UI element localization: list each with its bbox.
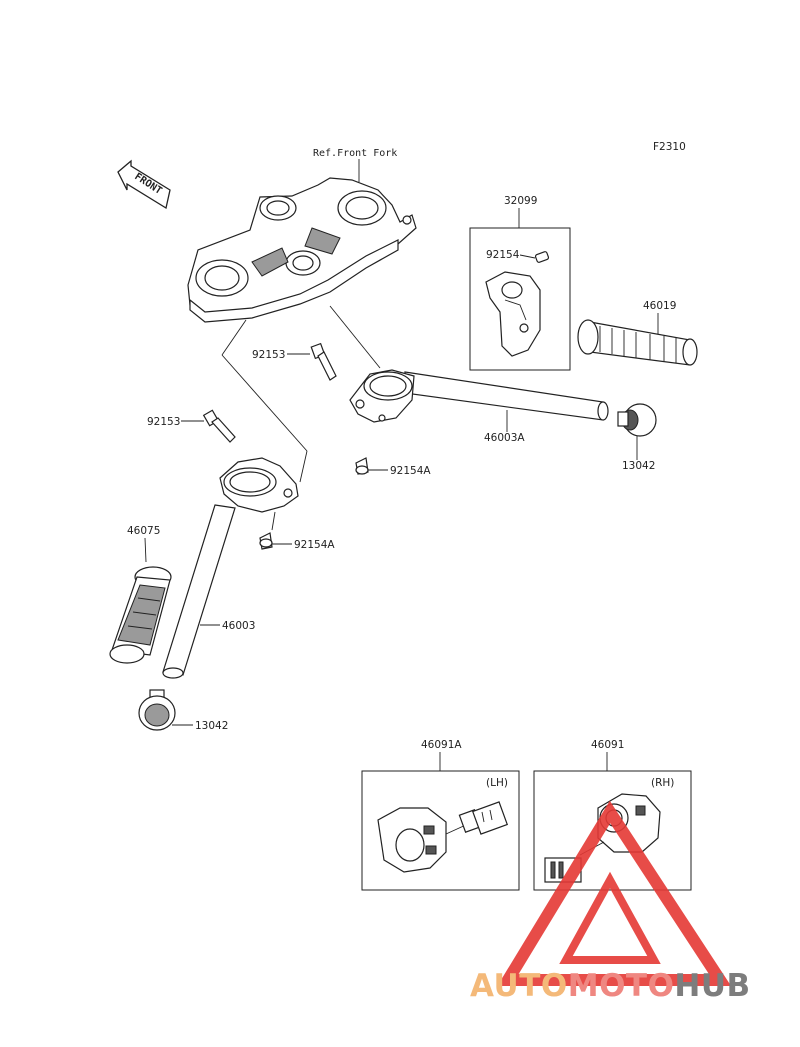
watermark-logo: AUTOMOTOHUB xyxy=(470,800,751,1004)
part-label-13042-left: 13042 xyxy=(195,720,228,732)
switch-rh-tag: (RH) xyxy=(651,777,674,789)
switch-lh-tag: (LH) xyxy=(486,777,508,789)
box-46091A xyxy=(361,770,520,891)
part-label-46091A: 46091A xyxy=(421,739,462,751)
watermark-text-moto: MOTO xyxy=(568,968,675,1004)
watermark-text-hub: HUB xyxy=(674,968,750,1004)
left-bar-end-13042 xyxy=(138,689,176,731)
right-bar-end-13042 xyxy=(617,403,657,437)
left-handlebar-46003 xyxy=(162,504,236,679)
part-label-46091: 46091 xyxy=(591,739,624,751)
diagram-code: F2310 xyxy=(653,141,686,153)
small-screw-92154 xyxy=(534,251,550,263)
part-label-46003: 46003 xyxy=(222,620,255,632)
upper-triple-clamp xyxy=(187,177,417,323)
watermark-triangle-icon xyxy=(497,800,732,986)
box-32099 xyxy=(469,227,571,371)
screw-92154A-a xyxy=(355,457,369,475)
part-label-92154: 92154 xyxy=(486,249,520,261)
bolt-92153-a xyxy=(310,342,337,381)
right-clamp xyxy=(349,369,415,423)
right-handlebar-46003A xyxy=(404,371,609,421)
right-grip-46019 xyxy=(577,319,698,366)
part-label-32099: 32099 xyxy=(504,195,537,207)
part-label-46019: 46019 xyxy=(643,300,676,312)
svg-text:AUTOMOTOHUB: AUTOMOTOHUB xyxy=(470,968,751,1004)
watermark-text-auto: AUTO xyxy=(470,968,568,1004)
left-switch-housing-46091A xyxy=(377,801,509,873)
ref-front-fork-label: Ref.Front Fork xyxy=(313,148,397,159)
left-grip-46075 xyxy=(109,566,172,664)
part-label-92153-a: 92153 xyxy=(252,349,285,361)
throttle-housing-32099 xyxy=(485,271,541,357)
part-label-92154A-b: 92154A xyxy=(294,539,335,551)
part-label-46075: 46075 xyxy=(127,525,160,537)
part-label-13042-right: 13042 xyxy=(622,460,655,472)
part-label-92153-b: 92153 xyxy=(147,416,180,428)
part-label-92154A-a: 92154A xyxy=(390,465,431,477)
screw-92154A-b xyxy=(259,532,273,550)
bolt-92153-b xyxy=(202,409,236,443)
part-label-46003A: 46003A xyxy=(484,432,525,444)
left-clamp xyxy=(219,457,299,513)
front-arrow-icon: FRONT xyxy=(117,159,171,210)
